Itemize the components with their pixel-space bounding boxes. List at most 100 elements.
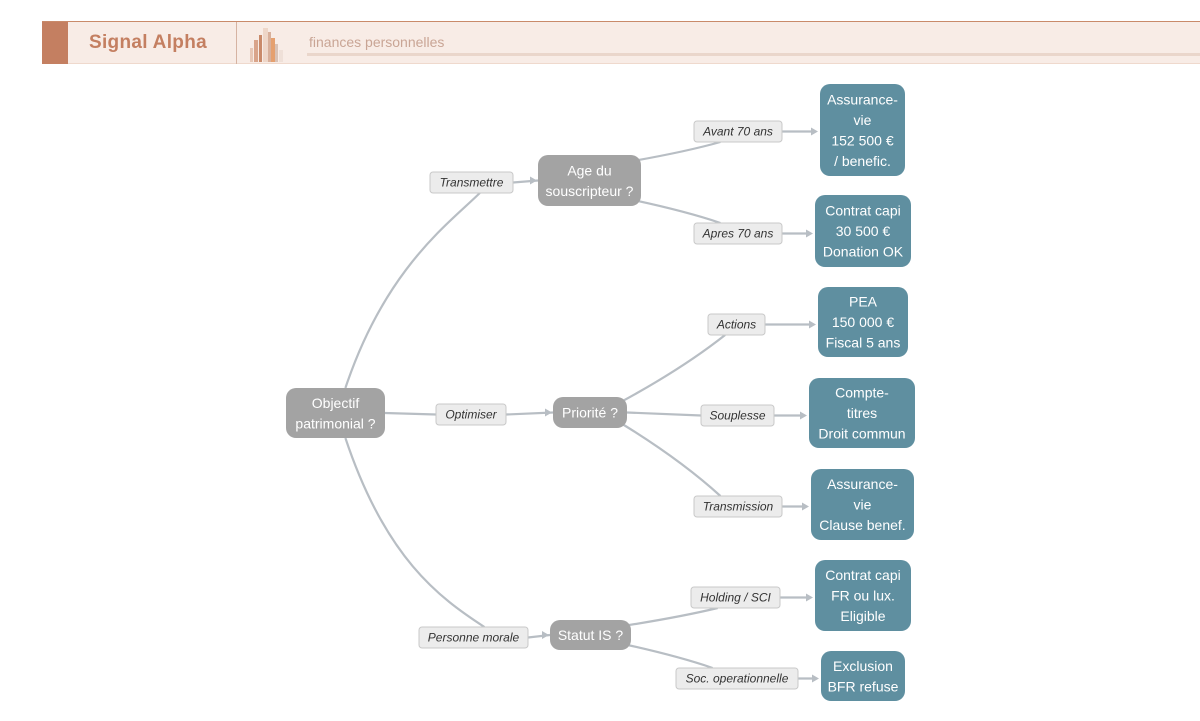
edge-priorite-avtrans — [618, 421, 803, 508]
node-capi70[interactable]: Contrat capi 30 500 € Donation OK — [815, 195, 911, 267]
bar-chart-logo-icon — [250, 28, 283, 62]
node-text-line: / benefic. — [834, 153, 891, 169]
edge-root-statut — [344, 437, 551, 639]
edges-layer — [344, 127, 819, 683]
edge-priorite-cto — [626, 411, 801, 417]
node-text-line: Statut IS ? — [558, 627, 624, 643]
edge-label[interactable]: Holding / SCI — [690, 586, 781, 609]
edge-label-text: Transmission — [703, 500, 774, 514]
node-priorite[interactable]: Priorité ? — [553, 397, 627, 428]
node-text-line: titres — [847, 405, 877, 421]
question-node-box — [286, 388, 385, 438]
node-text-line: FR ou lux. — [831, 588, 895, 604]
edge-label-text: Holding / SCI — [700, 591, 771, 605]
edge-label[interactable]: Optimiser — [435, 403, 507, 426]
header-divider — [236, 22, 237, 64]
node-text-line: Objectif — [312, 395, 360, 411]
edge-age-capi70 — [632, 198, 807, 235]
subtitle-underline — [307, 53, 1200, 56]
edge-label[interactable]: Apres 70 ans — [693, 222, 783, 245]
edge-label[interactable]: Avant 70 ans — [693, 120, 783, 143]
question-node-box — [538, 155, 641, 206]
node-text-line: Contrat capi — [825, 203, 900, 219]
arrowhead — [811, 127, 818, 136]
edge-label-box — [418, 626, 529, 649]
node-text-line: patrimonial ? — [295, 415, 375, 431]
node-text-line: Clause benef. — [819, 517, 905, 533]
edge-label-text: Avant 70 ans — [702, 125, 773, 139]
edge-label-text: Personne morale — [428, 631, 520, 645]
result-node-box — [815, 560, 911, 631]
arrowhead — [800, 411, 807, 420]
node-text-line: Donation OK — [823, 244, 904, 260]
arrowhead — [802, 502, 809, 511]
node-text-line: souscripteur ? — [546, 183, 634, 199]
node-text-line: 30 500 € — [836, 223, 891, 239]
arrowhead — [806, 229, 813, 238]
edge-label[interactable]: Actions — [707, 313, 766, 336]
node-text-line: Fiscal 5 ans — [826, 335, 901, 351]
edge-label-text: Transmettre — [440, 176, 504, 190]
node-capiis[interactable]: Contrat capi FR ou lux. Eligible — [815, 560, 911, 631]
result-node-box — [820, 84, 905, 176]
question-node-box — [553, 397, 627, 428]
edge-label-box — [693, 495, 783, 518]
header-subtitle: finances personnelles — [309, 34, 445, 50]
result-node-box — [818, 287, 908, 357]
edge-label[interactable]: Transmettre — [429, 171, 514, 194]
edge-statut-capiis — [622, 596, 807, 628]
node-statut[interactable]: Statut IS ? — [550, 620, 631, 650]
node-text-line: 150 000 € — [832, 314, 894, 330]
node-text-line: Compte- — [835, 385, 889, 401]
edge-label-box — [429, 171, 514, 194]
edge-label-text: Soc. operationnelle — [686, 672, 789, 686]
node-text-line: Age du — [567, 162, 611, 178]
edge-label-text: Souplesse — [709, 409, 765, 423]
result-node-box — [809, 378, 915, 448]
edge-age-av70 — [632, 130, 812, 163]
node-text-line: Assurance- — [827, 476, 898, 492]
node-text-line: 152 500 € — [831, 132, 893, 148]
node-text-line: Contrat capi — [825, 567, 900, 583]
edge-label[interactable]: Souplesse — [700, 404, 775, 427]
edge-label-box — [435, 403, 507, 426]
arrowhead — [809, 320, 816, 329]
edge-label-box — [675, 667, 799, 690]
arrowhead — [812, 674, 819, 683]
edge-label[interactable]: Transmission — [693, 495, 783, 518]
app-header: Signal Alpha finances personnelles — [42, 21, 1200, 64]
node-root[interactable]: Objectif patrimonial ? — [286, 388, 385, 438]
edge-statut-excl — [622, 642, 813, 680]
edge-priorite-pea — [618, 323, 810, 404]
edge-label-text: Optimiser — [445, 408, 497, 422]
arrowhead — [530, 176, 537, 185]
node-text-line: Eligible — [840, 608, 885, 624]
result-node-box — [811, 469, 914, 540]
node-age[interactable]: Age du souscripteur ? — [538, 155, 641, 206]
edge-label-box — [700, 404, 775, 427]
edge-root-age — [344, 179, 539, 389]
node-text-line: Exclusion — [833, 658, 893, 674]
node-text-line: Priorité ? — [562, 405, 618, 421]
node-text-line: Droit commun — [818, 426, 905, 442]
nodes-layer: Objectif patrimonial ? Age du souscripteur … — [286, 84, 915, 701]
question-node-box — [550, 620, 631, 650]
brand-name[interactable]: Signal Alpha — [89, 32, 207, 53]
edge-label-text: Apres 70 ans — [702, 227, 774, 241]
edge-label-box — [693, 222, 783, 245]
node-pea[interactable]: PEA 150 000 € Fiscal 5 ans — [818, 287, 908, 357]
node-text-line: vie — [854, 497, 872, 513]
edge-label[interactable]: Personne morale — [418, 626, 529, 649]
node-text-line: PEA — [849, 294, 878, 310]
arrowhead — [545, 408, 552, 417]
arrowhead — [542, 631, 549, 639]
edge-label-box — [690, 586, 781, 609]
node-text-line: BFR refuse — [828, 678, 899, 694]
edge-label[interactable]: Soc. operationnelle — [675, 667, 799, 690]
